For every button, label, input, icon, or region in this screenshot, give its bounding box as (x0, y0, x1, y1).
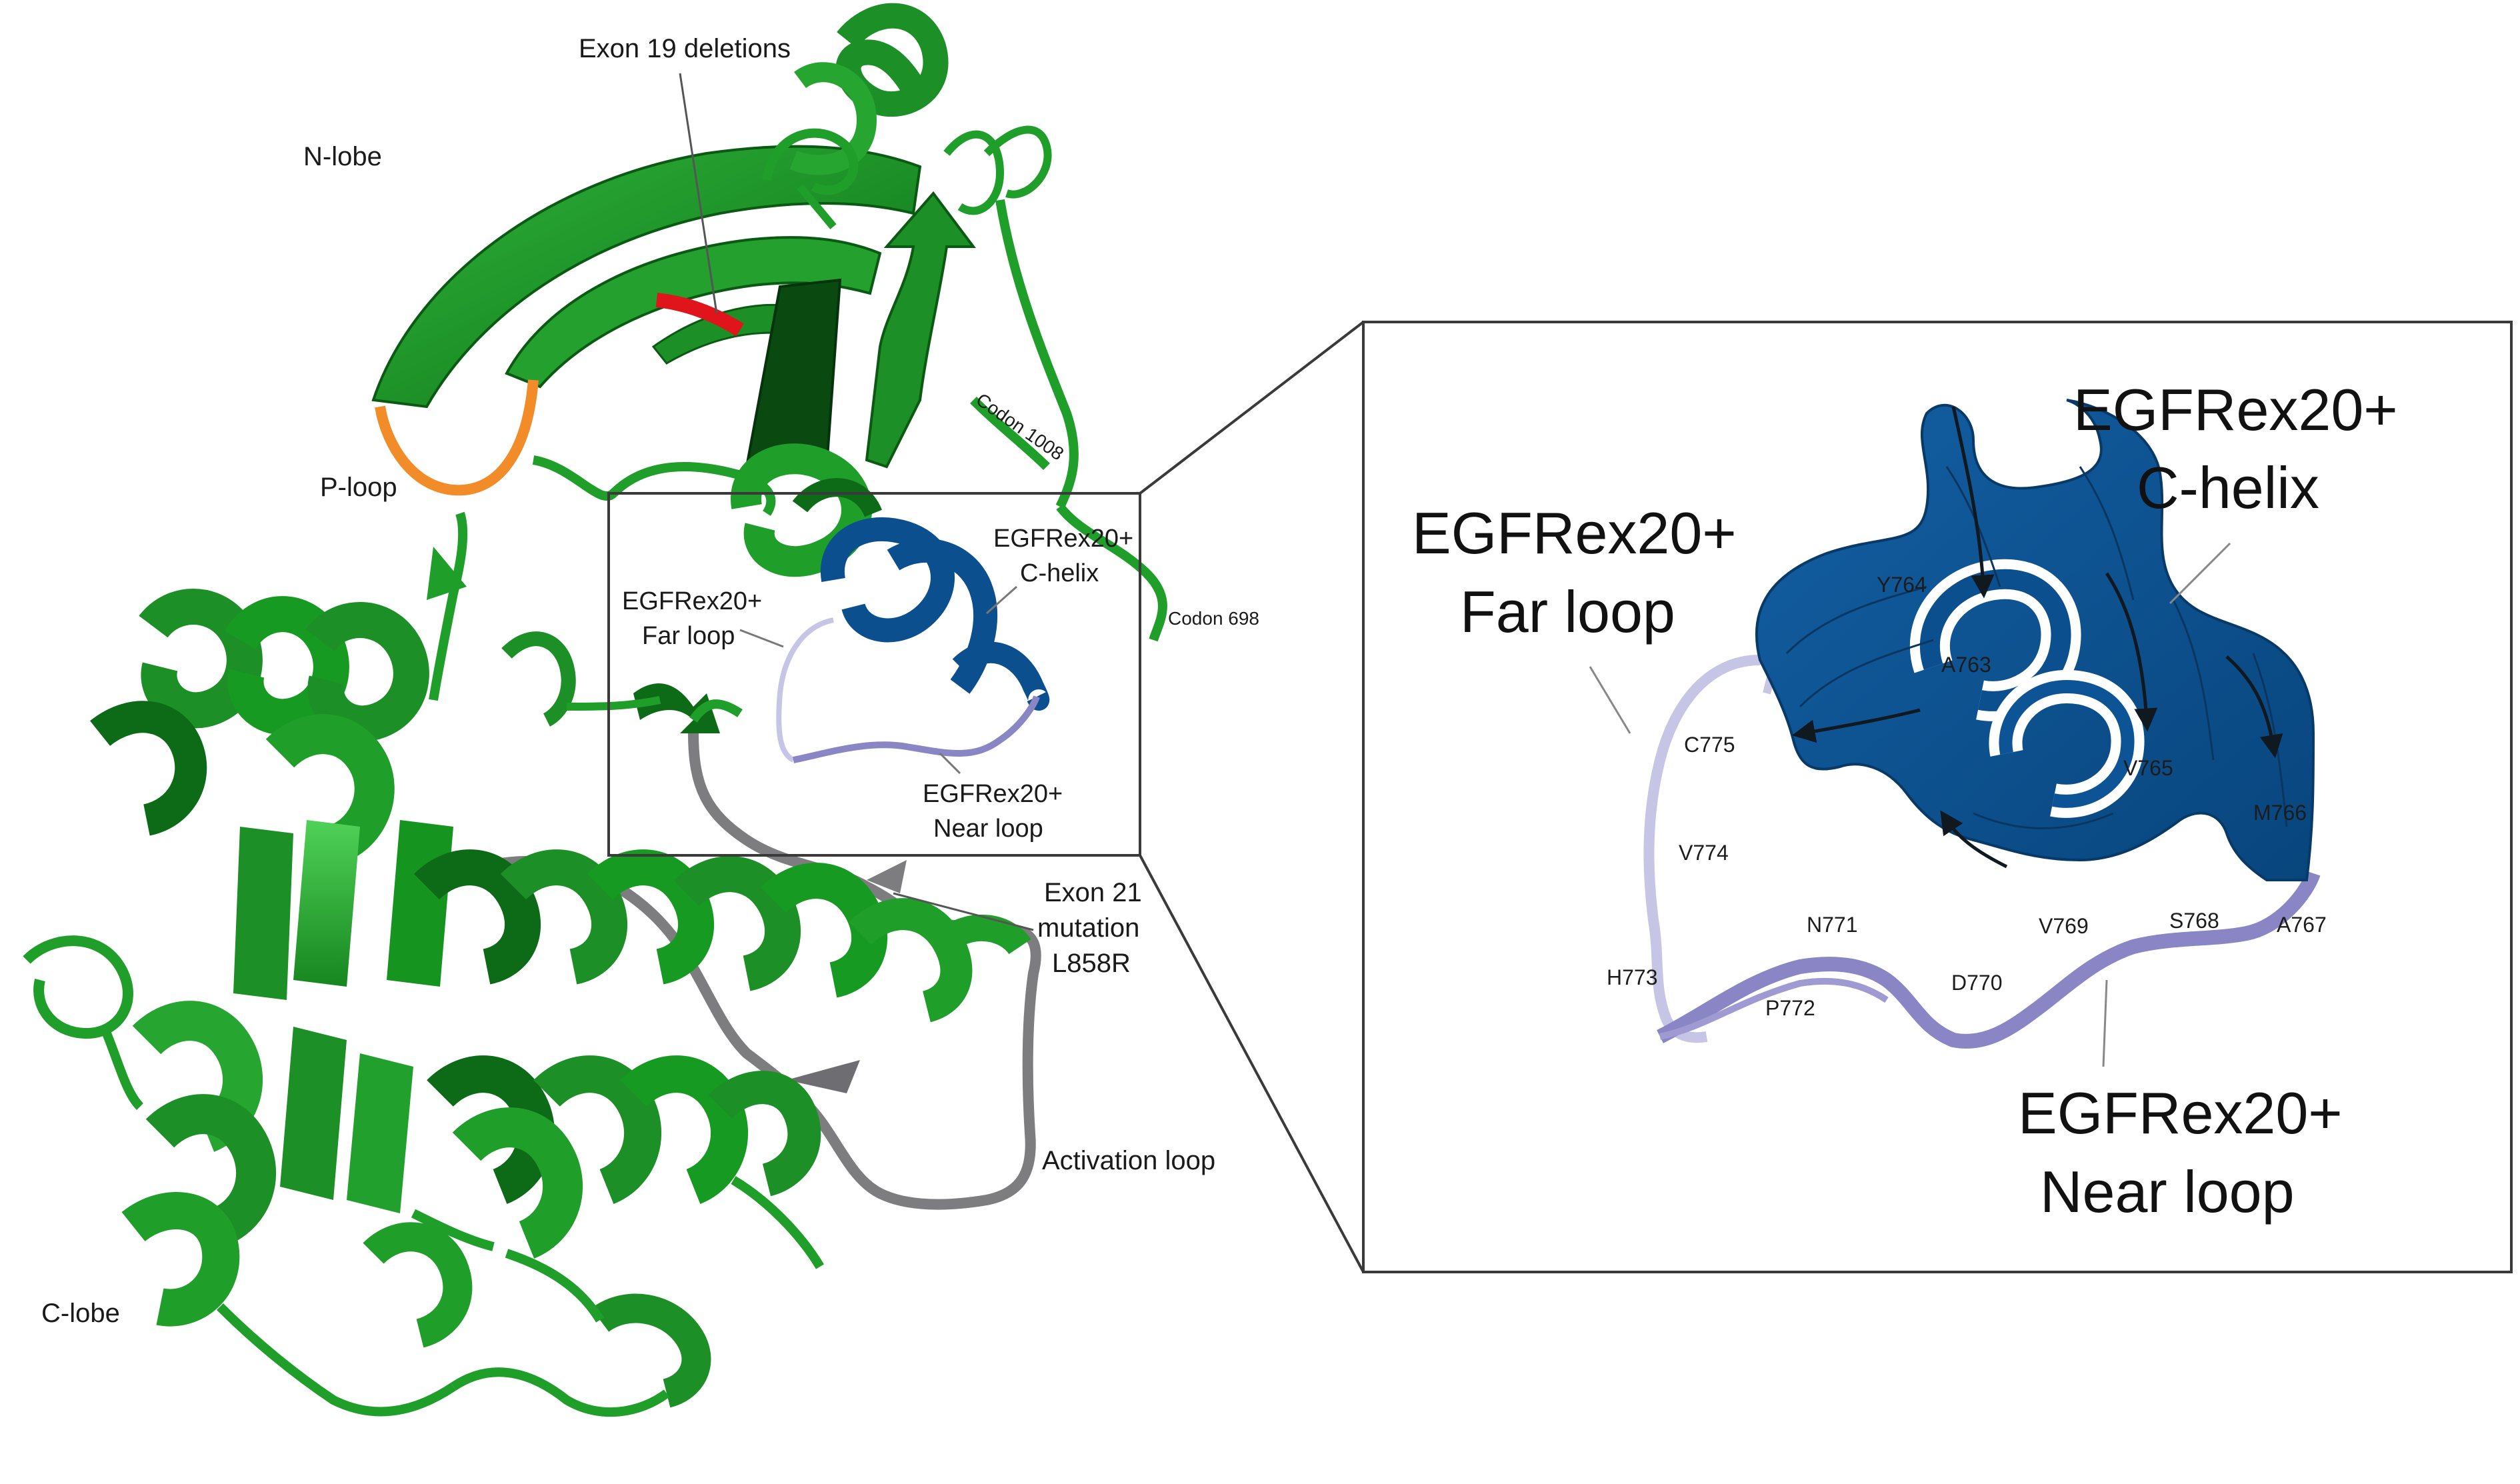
c-lobe-helices (23, 589, 1031, 1417)
residue-v769: V769 (2039, 914, 2089, 938)
inset-c-helix (1755, 399, 2315, 881)
helix-arrow-3 (2105, 572, 2158, 732)
inset-c-helix-label-line1: EGFRex20+ (2073, 377, 2398, 443)
residue-p772: P772 (1765, 996, 1815, 1020)
exon19-label: Exon 19 deletions (579, 34, 791, 63)
exon21-label-line3: L858R (1052, 949, 1131, 978)
residue-y764: Y764 (1877, 573, 1927, 597)
inset-far-loop-label-line1: EGFRex20+ (1412, 500, 1737, 566)
residue-c775: C775 (1684, 733, 1735, 757)
small-near-loop (793, 695, 1040, 763)
inset-c-helix-label-line2: C-helix (2137, 455, 2319, 521)
residue-s768: S768 (2169, 909, 2219, 933)
residue-d770: D770 (1951, 971, 2003, 995)
activation-loop-label: Activation loop (1042, 1146, 1215, 1175)
exon21-leader (893, 892, 1034, 931)
p-loop-label: P-loop (320, 473, 397, 502)
codon-1008-tail (970, 397, 1050, 470)
inset-near-loop-label-line1: EGFRex20+ (2018, 1080, 2343, 1146)
p-loop-segment (375, 379, 539, 496)
small-c-helix-label-line2: C-helix (1020, 559, 1099, 587)
small-near-loop-label-line2: Near loop (933, 815, 1043, 843)
codon698-label: Codon 698 (1168, 608, 1259, 629)
residue-n771: N771 (1807, 913, 1858, 937)
residue-v765: V765 (2123, 756, 2173, 780)
n-lobe-label: N-lobe (303, 142, 382, 171)
exon19-leader (679, 73, 718, 314)
helix-arrow-5 (2225, 655, 2283, 759)
small-far-loop (776, 617, 834, 763)
kinase-structure (23, 3, 1167, 1417)
small-c-helix-label-line1: EGFRex20+ (993, 525, 1133, 553)
helix-arrow-1 (1951, 406, 1995, 599)
residue-a767: A767 (2277, 913, 2327, 937)
exon19-segment (655, 293, 744, 337)
c-lobe-label: C-lobe (41, 1299, 120, 1328)
residue-m766: M766 (2253, 801, 2307, 825)
zoom-region-box: EGFRex20+ C-helix EGFRex20+ Far loop EGF… (607, 492, 1141, 857)
small-c-helix (820, 517, 1050, 711)
small-far-loop-label-line2: Far loop (642, 622, 735, 650)
residue-a763: A763 (1941, 653, 1991, 677)
inset-near-loop-label-line2: Near loop (2040, 1159, 2295, 1225)
exon21-label-line1: Exon 21 (1044, 878, 1142, 907)
residue-h773: H773 (1607, 965, 1658, 989)
helix-arrow-2 (1791, 708, 1921, 743)
inset-near-loop (1657, 871, 2321, 1049)
inset-far-loop-label-line2: Far loop (1460, 579, 1675, 645)
n-lobe-beta-sheet (371, 3, 1167, 642)
exon21-label-line2: mutation (1037, 913, 1139, 943)
small-far-loop-label-line1: EGFRex20+ (622, 587, 762, 615)
green-helix-near-box (731, 443, 882, 577)
codon1008-label: Codon 1008 (973, 389, 1068, 465)
connector-bottom (1139, 855, 1365, 1273)
inset-panel: EGFRex20+ C-helix EGFRex20+ Far loop EGF… (1362, 321, 2513, 1273)
helix-arrow-4 (1940, 810, 2008, 869)
residue-labels: Y764 A763 V765 M766 A767 S768 V769 D770 … (1607, 573, 2327, 1020)
inset-far-loop (1643, 655, 1761, 1043)
residue-v774: V774 (1679, 841, 1729, 865)
connector-top (1139, 321, 1365, 495)
small-near-loop-label-line1: EGFRex20+ (923, 780, 1063, 808)
